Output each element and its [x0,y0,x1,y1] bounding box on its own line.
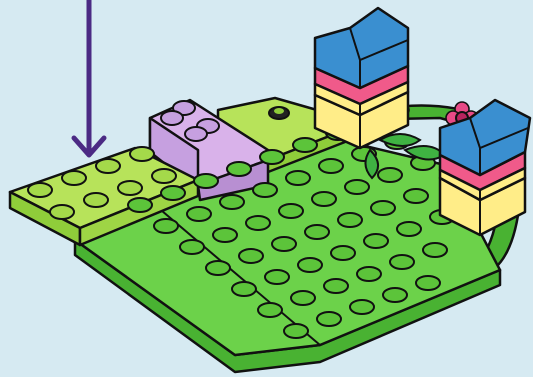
baseplate-stud [128,198,152,212]
baseplate-stud [324,279,348,293]
baseplate-stud [357,267,381,281]
baseplate-stud [423,243,447,257]
baseplate-stud [239,249,263,263]
baseplate-stud [416,276,440,290]
baseplate-stud [213,228,237,242]
baseplate-stud [284,324,308,338]
baseplate-stud [220,195,244,209]
baseplate-stud [404,189,428,203]
baseplate-stud [161,186,185,200]
baseplate-stud [378,168,402,182]
baseplate-stud [232,282,256,296]
baseplate-stud [194,174,218,188]
baseplate-stud [260,150,284,164]
baseplate-stud [338,213,362,227]
baseplate-stud [331,246,355,260]
baseplate-stud [227,162,251,176]
baseplate-stud [154,219,178,233]
baseplate-stud [253,183,277,197]
baseplate-stud [350,300,374,314]
baseplate-stud [265,270,289,284]
baseplate-stud [305,225,329,239]
baseplate-stud [371,201,395,215]
baseplate-stud [187,207,211,221]
baseplate-stud [279,204,303,218]
baseplate-stud [364,234,388,248]
baseplate-stud [319,159,343,173]
baseplate-stud [258,303,282,317]
baseplate-stud [397,222,421,236]
baseplate-stud [180,240,204,254]
baseplate-stud [286,171,310,185]
baseplate-stud [206,261,230,275]
baseplate-stud [298,258,322,272]
baseplate-stud [317,312,341,326]
baseplate-stud [312,192,336,206]
baseplate-stud [345,180,369,194]
baseplate-stud [246,216,270,230]
baseplate-stud [293,138,317,152]
baseplate-stud [291,291,315,305]
baseplate-stud [390,255,414,269]
baseplate-stud [272,237,296,251]
baseplate-stud [383,288,407,302]
